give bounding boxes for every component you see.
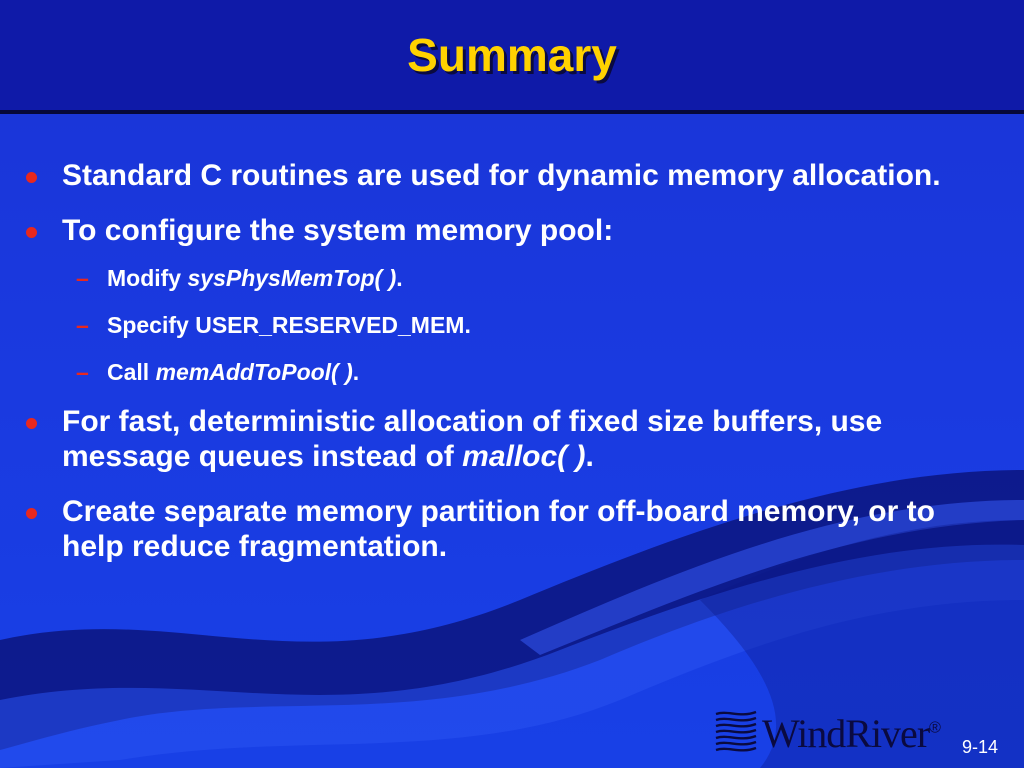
sub-bullet-text: Specify USER_RESERVED_MEM. xyxy=(107,312,471,338)
sub-bullet-text: Call xyxy=(107,359,156,385)
sub-bullet-text-end: . xyxy=(352,359,360,385)
bullet-item: Create separate memory partition for off… xyxy=(0,494,1024,564)
bullet-item: For fast, deterministic allocation of fi… xyxy=(0,404,1024,474)
page-number: 9-14 xyxy=(962,737,999,757)
slide-title: Summary xyxy=(407,29,617,81)
logo-text: WindRiver xyxy=(762,711,930,756)
bullet-text: For fast, deterministic allocation of fi… xyxy=(62,405,883,473)
header-band xyxy=(0,0,1024,110)
logo-wordmark: WindRiver® xyxy=(762,710,941,757)
slide-content: Standard C routines are used for dynamic… xyxy=(0,158,1024,564)
bullet-item: To configure the system memory pool: xyxy=(0,213,1024,248)
bullet-text: Standard C routines are used for dynamic… xyxy=(62,159,941,192)
sub-bullet-text-end: . xyxy=(396,265,403,291)
red-dot-bullet-icon xyxy=(26,508,37,519)
sub-bullet-item: – Modify sysPhysMemTop( ). xyxy=(0,264,1024,292)
windriver-wave-logo-icon xyxy=(715,710,757,752)
registered-mark: ® xyxy=(929,719,941,737)
sub-bullet-text: Modify xyxy=(107,265,188,291)
sub-bullet-item: – Call memAddToPool( ). xyxy=(0,358,1024,386)
function-name: malloc( ) xyxy=(462,440,586,473)
red-dot-bullet-icon xyxy=(26,227,37,238)
red-dot-bullet-icon xyxy=(26,172,37,183)
bullet-item: Standard C routines are used for dynamic… xyxy=(0,158,1024,193)
bullet-text: To configure the system memory pool: xyxy=(62,214,614,247)
bullet-text-end: . xyxy=(585,440,594,473)
function-name: sysPhysMemTop( ) xyxy=(187,265,397,291)
dash-bullet-icon: – xyxy=(76,359,89,385)
header-divider xyxy=(0,110,1024,114)
bullet-text: Create separate memory partition for off… xyxy=(62,495,935,563)
dash-bullet-icon: – xyxy=(76,312,89,338)
dash-bullet-icon: – xyxy=(76,265,89,291)
sub-bullet-item: – Specify USER_RESERVED_MEM. xyxy=(0,311,1024,339)
red-dot-bullet-icon xyxy=(26,418,37,429)
function-name: memAddToPool( ) xyxy=(155,359,353,385)
